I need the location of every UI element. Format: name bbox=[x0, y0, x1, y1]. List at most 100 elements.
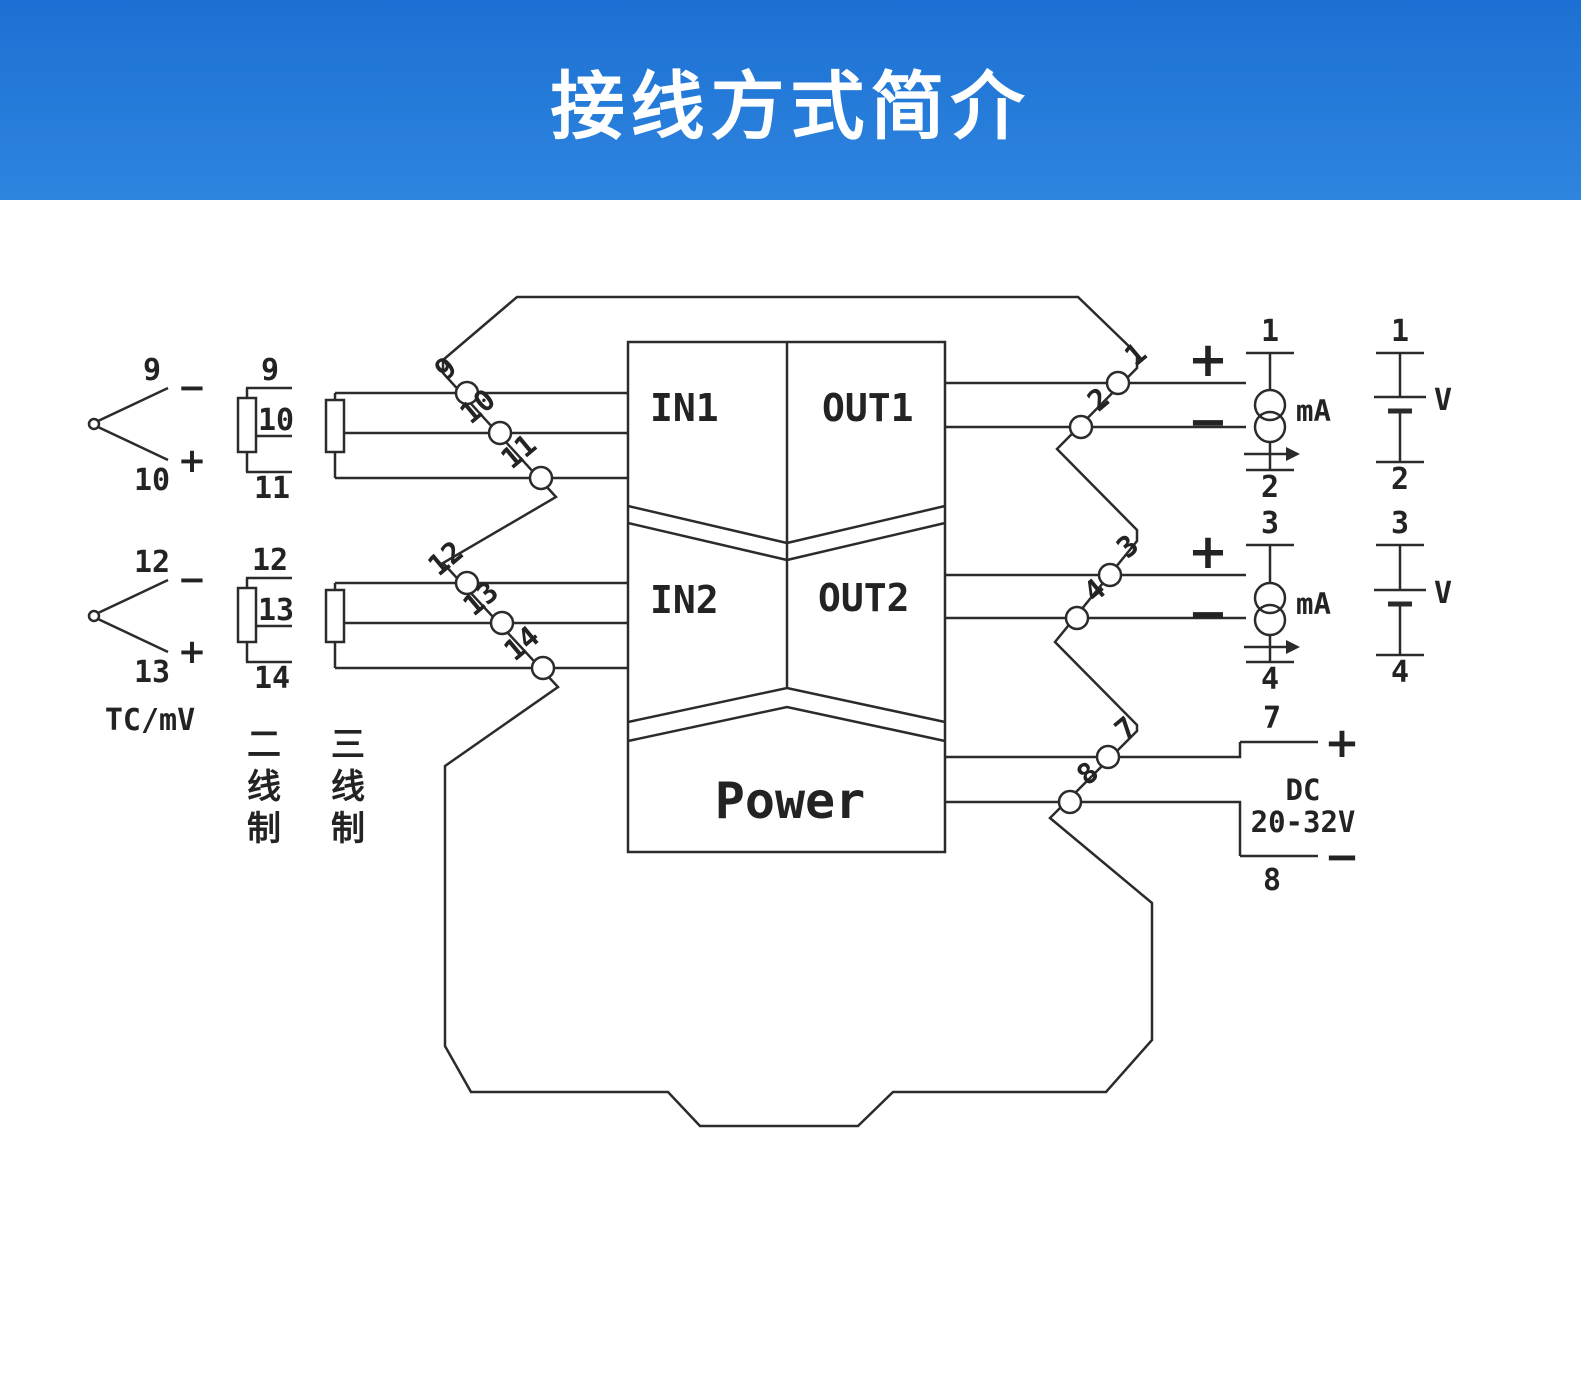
output-wires bbox=[945, 381, 1246, 856]
three-wire-label: 三 线 制 bbox=[331, 725, 365, 849]
out1-ma-load: 1 mA 2 bbox=[1244, 314, 1331, 505]
out2-plus-sign: + bbox=[1188, 524, 1228, 580]
out1-out2-isolation-line-a bbox=[786, 504, 946, 545]
out1-current-source-circle-b bbox=[1253, 410, 1287, 444]
terminal-13-circle bbox=[489, 610, 515, 636]
tc2-lower-lead bbox=[97, 617, 169, 654]
out2-ma-label: mA bbox=[1296, 587, 1331, 621]
two-wire-label-char-1: 二 bbox=[247, 725, 281, 765]
page-title: 接线方式简介 bbox=[550, 63, 1031, 150]
terminal-7-circle bbox=[1095, 744, 1121, 770]
terminal-9-number: 9 bbox=[428, 350, 463, 387]
out1-v-label: V bbox=[1434, 383, 1452, 418]
dc-plus-sign: + bbox=[1324, 718, 1359, 767]
tw1-number-10: 10 bbox=[258, 403, 294, 438]
thw2-resistor bbox=[324, 588, 346, 644]
out1-polarity: + − bbox=[1188, 332, 1228, 450]
tc1-junction-node bbox=[87, 417, 101, 431]
tw2-number-13: 13 bbox=[258, 593, 294, 628]
out2-ma-load: 3 mA 4 bbox=[1244, 506, 1331, 697]
out2-v-label: V bbox=[1434, 576, 1452, 611]
block-label-in1: IN1 bbox=[650, 386, 719, 430]
block-label-out1: OUT1 bbox=[822, 386, 914, 430]
terminal-8-circle bbox=[1057, 789, 1083, 815]
tc1-bottom-number: 10 bbox=[134, 463, 170, 498]
tw1-resistor bbox=[236, 396, 258, 454]
out2-v-bottom-number: 4 bbox=[1391, 655, 1409, 690]
tw2-number-12: 12 bbox=[252, 543, 288, 578]
tc-input-symbol-2: 12 − + 13 bbox=[87, 545, 207, 690]
three-wire-symbol-1 bbox=[324, 393, 346, 478]
tc2-junction-node bbox=[87, 609, 101, 623]
tc1-plus-sign: + bbox=[178, 441, 207, 481]
tw2-number-14: 14 bbox=[254, 661, 290, 696]
two-wire-label-char-2: 线 bbox=[247, 767, 281, 807]
terminal-12-circle bbox=[454, 570, 480, 596]
out1-v-load: 1 V 2 bbox=[1374, 314, 1452, 497]
out1-ma-bottom-number: 2 bbox=[1261, 470, 1279, 505]
tc1-top-number: 9 bbox=[143, 353, 161, 388]
out1-v-bottom-number: 2 bbox=[1391, 462, 1409, 497]
tc2-plus-sign: + bbox=[178, 632, 207, 672]
tw2-resistor bbox=[236, 586, 258, 644]
power-isolation-line-a bbox=[627, 686, 946, 724]
tw1-number-11: 11 bbox=[254, 471, 290, 506]
two-wire-symbol-2: 12 13 14 bbox=[236, 543, 294, 696]
three-wire-symbol-2 bbox=[324, 583, 346, 668]
tc1-upper-lead bbox=[97, 386, 169, 423]
dc-minus-sign: − bbox=[1324, 832, 1359, 881]
terminal-1-number: 1 bbox=[1118, 336, 1153, 373]
out2-current-source-circle-b bbox=[1253, 603, 1287, 637]
terminal-10-circle bbox=[487, 420, 513, 446]
block-label-in2: IN2 bbox=[650, 578, 719, 622]
terminal-11-circle bbox=[528, 465, 554, 491]
dc-label-line1: DC bbox=[1286, 773, 1321, 807]
terminal-3-number: 3 bbox=[1110, 528, 1145, 565]
tc2-bottom-number: 13 bbox=[134, 655, 170, 690]
tc1-minus-sign: − bbox=[178, 368, 207, 408]
in1-in2-isolation-line-a bbox=[627, 504, 788, 545]
module-housing-outline bbox=[441, 295, 1154, 1128]
terminal-1-circle bbox=[1105, 370, 1131, 396]
out1-plus-sign: + bbox=[1188, 332, 1228, 388]
out2-current-arrow-head bbox=[1286, 640, 1300, 654]
dc-supply: 7 8 + − DC 20-32V bbox=[1240, 701, 1360, 898]
wire-7-outer bbox=[1119, 742, 1242, 759]
out1-v-top-number: 1 bbox=[1391, 314, 1409, 349]
out2-v-load: 3 V 4 bbox=[1374, 506, 1452, 690]
dc-label-line2: 20-32V bbox=[1251, 805, 1356, 839]
terminal-4-circle bbox=[1064, 605, 1090, 631]
out2-ma-top-number: 3 bbox=[1261, 506, 1279, 541]
out1-minus-sign: − bbox=[1188, 394, 1228, 450]
terminal-14-circle bbox=[530, 655, 556, 681]
out2-current-source-circle-a bbox=[1253, 581, 1287, 615]
dc-top-number: 7 bbox=[1263, 701, 1281, 736]
two-wire-symbol-1: 9 10 11 bbox=[236, 353, 294, 506]
terminal-circles bbox=[454, 370, 1131, 815]
terminal-9-circle bbox=[454, 380, 480, 406]
block-label-power: Power bbox=[715, 772, 866, 830]
input-wires bbox=[335, 391, 628, 670]
two-wire-label-char-3: 制 bbox=[247, 809, 281, 849]
out2-ma-bottom-number: 4 bbox=[1261, 662, 1279, 697]
out1-current-arrow-head bbox=[1286, 447, 1300, 461]
tc2-top-number: 12 bbox=[134, 545, 170, 580]
out2-v-top-number: 3 bbox=[1391, 506, 1409, 541]
terminal-3-circle bbox=[1097, 562, 1123, 588]
title-banner: 接线方式简介 bbox=[0, 0, 1581, 200]
out1-ma-top-number: 1 bbox=[1261, 314, 1279, 349]
dc-bottom-number: 8 bbox=[1263, 863, 1281, 898]
terminal-2-circle bbox=[1068, 414, 1094, 440]
tc1-lower-lead bbox=[97, 425, 169, 462]
tw1-number-9: 9 bbox=[261, 353, 279, 388]
tc-input-symbol-1: 9 − + 10 bbox=[87, 353, 207, 498]
out1-current-source-circle-a bbox=[1253, 388, 1287, 422]
three-wire-label-char-1: 三 bbox=[331, 725, 365, 765]
two-wire-label: 二 线 制 bbox=[247, 725, 281, 849]
out1-ma-label: mA bbox=[1296, 394, 1331, 428]
thw1-resistor bbox=[324, 398, 346, 454]
out1-out2-isolation-line-b bbox=[786, 521, 946, 562]
block-label-out2: OUT2 bbox=[818, 576, 910, 620]
tc2-upper-lead bbox=[97, 578, 169, 615]
